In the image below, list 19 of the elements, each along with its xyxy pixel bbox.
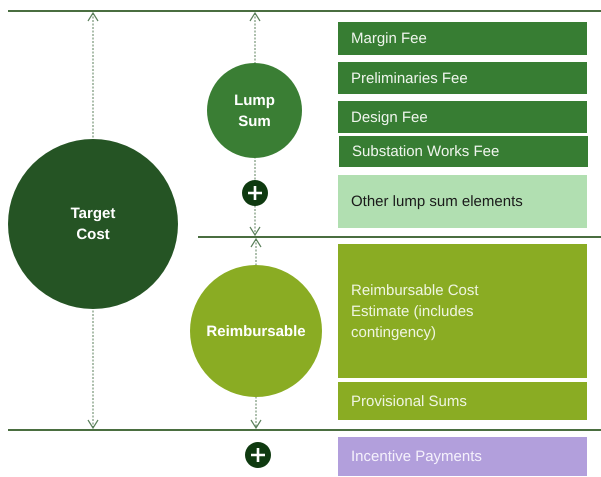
circle-label: Target Cost <box>70 204 116 245</box>
cost-bar <box>338 175 587 228</box>
cost-bar <box>338 382 587 420</box>
box-label: Preliminaries Fee <box>351 68 468 88</box>
box-label: Margin Fee <box>351 29 427 49</box>
box-label: Provisional Sums <box>351 392 467 412</box>
circle-label: Lump Sum <box>233 90 276 132</box>
fee-bar <box>338 101 587 133</box>
box-label: Substation Works Fee <box>352 142 500 162</box>
box-label: Design Fee <box>351 108 428 128</box>
cost-bar <box>338 244 587 378</box>
payment-bar <box>338 437 587 476</box>
circle-label: Reimbursable <box>206 322 306 342</box>
fee-bar <box>338 62 587 94</box>
box-label: Incentive Payments <box>351 447 482 467</box>
fee-bar <box>338 22 587 55</box>
fee-bar <box>339 136 588 167</box>
box-label: Reimbursable Cost Estimate (includes contingency) <box>351 280 480 342</box>
box-label: Other lump sum elements <box>351 192 523 212</box>
